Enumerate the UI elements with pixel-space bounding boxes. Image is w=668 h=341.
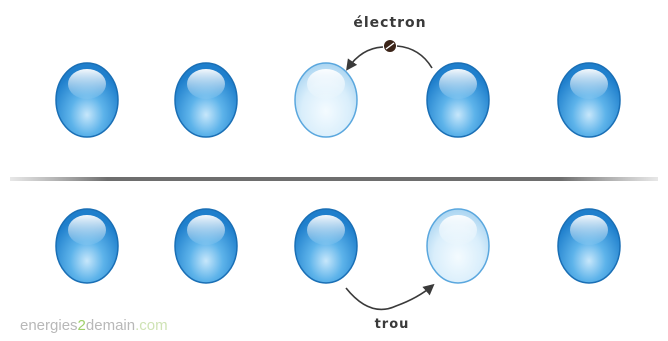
- logo-part-4: .com: [135, 317, 168, 334]
- atom-filled: [56, 63, 118, 137]
- atom-row-top: [56, 63, 620, 137]
- atom-filled: [56, 209, 118, 283]
- logo-part-3: demain: [86, 317, 135, 334]
- hole-arrow: [346, 286, 432, 309]
- atom-filled: [558, 63, 620, 137]
- logo-part-2: 2: [78, 317, 86, 334]
- electron-icon: [384, 40, 396, 52]
- electron-arc-right: [397, 46, 432, 68]
- atom-filled: [175, 63, 237, 137]
- divider-line: [10, 177, 658, 181]
- atom-hole: [427, 209, 489, 283]
- logo-text: energies2demain.com: [20, 317, 168, 334]
- logo-part-1: energies: [20, 317, 78, 334]
- electron-label: électron: [353, 15, 426, 31]
- atom-hole: [295, 63, 357, 137]
- atom-row-bottom: [56, 209, 620, 283]
- atom-filled: [427, 63, 489, 137]
- electron-arrow-left: [348, 47, 383, 68]
- atom-filled: [175, 209, 237, 283]
- hole-label: trou: [375, 317, 410, 332]
- atom-filled: [295, 209, 357, 283]
- atom-filled: [558, 209, 620, 283]
